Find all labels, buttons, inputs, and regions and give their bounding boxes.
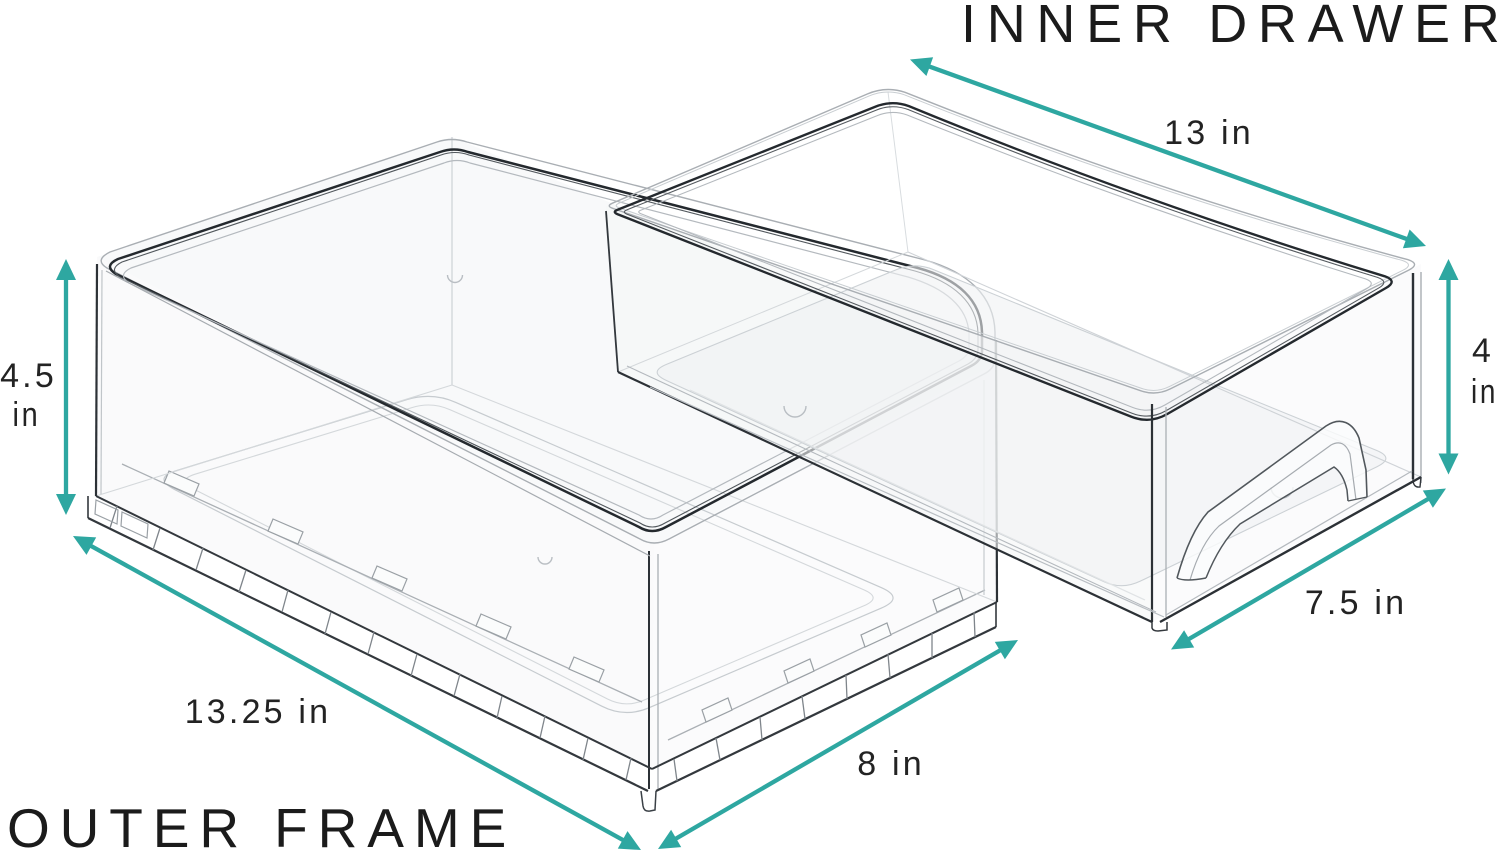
svg-text:4.5: 4.5 [0, 357, 57, 395]
svg-text:13 in: 13 in [1164, 114, 1254, 152]
svg-text:7.5 in: 7.5 in [1305, 584, 1407, 622]
svg-text:INNER DRAWER: INNER DRAWER [961, 0, 1500, 54]
svg-text:in: in [1471, 373, 1498, 411]
svg-text:OUTER FRAME: OUTER FRAME [7, 797, 516, 852]
svg-text:4: 4 [1472, 332, 1494, 370]
svg-text:13.25 in: 13.25 in [185, 693, 332, 731]
svg-text:in: in [13, 396, 41, 434]
svg-text:8 in: 8 in [857, 745, 925, 783]
